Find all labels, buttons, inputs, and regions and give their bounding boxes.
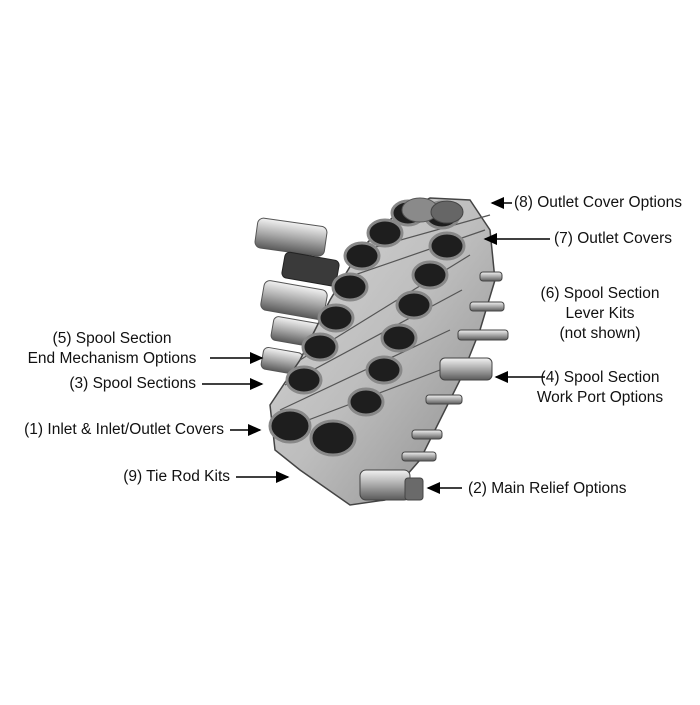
callout-5-end-mechanism-options: (5) Spool Section End Mechanism Options <box>6 329 218 369</box>
callout-6-line-1: (6) Spool Section <box>540 285 660 302</box>
callout-3-spool-sections: (3) Spool Sections <box>69 375 196 392</box>
outlet-cover <box>401 197 464 224</box>
spool-extensions <box>359 271 509 501</box>
callout-4-work-port-options: (4) Spool Section Work Port Options <box>524 368 676 408</box>
callout-8-outlet-cover-options: (8) Outlet Cover Options <box>514 194 682 211</box>
callout-6-lever-kits: (6) Spool Section Lever Kits (not shown) <box>520 284 680 344</box>
callout-9-tie-rod-kits: (9) Tie Rod Kits <box>123 468 230 485</box>
callout-6-line-2: Lever Kits <box>565 305 635 322</box>
callout-5-line-2: End Mechanism Options <box>27 350 197 367</box>
callout-7-outlet-covers: (7) Outlet Covers <box>554 230 673 247</box>
callout-arrows <box>202 197 550 494</box>
callout-5-line-1: (5) Spool Section <box>52 330 172 347</box>
callout-1-inlet-covers: (1) Inlet & Inlet/Outlet Covers <box>24 421 224 438</box>
callout-6-line-3: (not shown) <box>559 325 641 342</box>
callout-2-main-relief-options: (2) Main Relief Options <box>468 480 627 497</box>
callout-4-line-1: (4) Spool Section <box>540 369 660 386</box>
callout-4-line-2: Work Port Options <box>536 389 664 406</box>
